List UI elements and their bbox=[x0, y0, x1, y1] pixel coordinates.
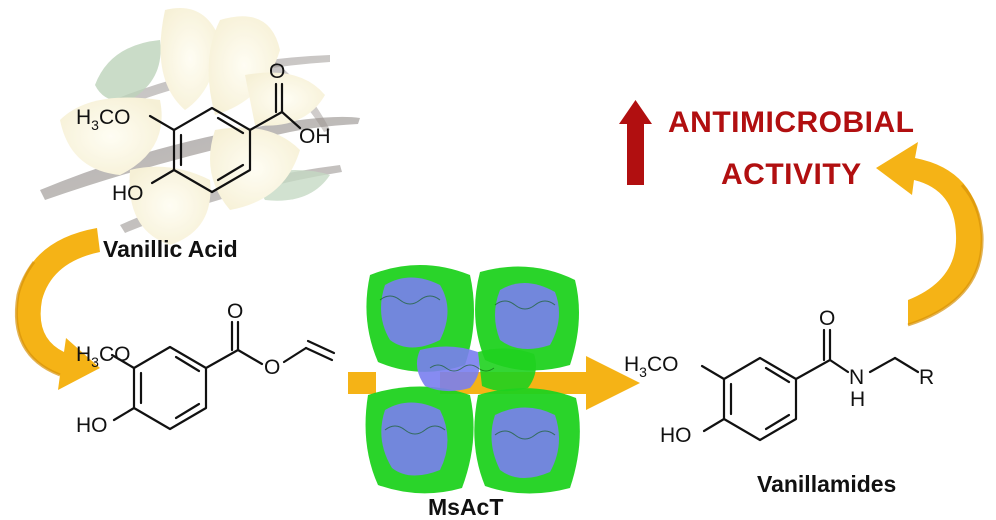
amide-n: N bbox=[849, 366, 864, 389]
amide-h: H bbox=[850, 388, 865, 411]
ester-methoxy-label: H3CO bbox=[76, 343, 130, 370]
curved-arrow-right bbox=[876, 142, 984, 327]
activity-title-line1: ANTIMICROBIAL bbox=[668, 106, 914, 139]
vanilla-flower-illustration bbox=[40, 8, 360, 245]
amide-carbonyl-o: O bbox=[819, 307, 835, 330]
msact-label: MsAcT bbox=[428, 494, 503, 520]
ester-carbonyl-o: O bbox=[227, 300, 243, 323]
ester-o: O bbox=[264, 356, 280, 379]
activity-title-line2: ACTIVITY bbox=[721, 158, 862, 191]
r-group: R bbox=[919, 366, 934, 389]
msact-protein-structure bbox=[365, 265, 580, 494]
vanillic-acid-structure bbox=[148, 82, 302, 194]
vanillamide-structure bbox=[700, 328, 920, 442]
vanillic-acid-label: Vanillic Acid bbox=[103, 236, 238, 262]
increase-arrow-icon bbox=[619, 100, 652, 185]
vinyl-vanillate-structure bbox=[110, 320, 336, 431]
acid-carbonyl-o: O bbox=[269, 60, 285, 83]
acid-oh: OH bbox=[299, 125, 331, 148]
amide-methoxy-label: H3CO bbox=[624, 353, 678, 380]
acid-hydroxy: HO bbox=[112, 182, 144, 205]
ester-hydroxy: HO bbox=[76, 414, 108, 437]
vanillamides-label: Vanillamides bbox=[757, 471, 896, 497]
acid-methoxy-label: H3CO bbox=[76, 106, 130, 133]
curved-arrow-left bbox=[14, 228, 100, 390]
amide-hydroxy: HO bbox=[660, 424, 692, 447]
